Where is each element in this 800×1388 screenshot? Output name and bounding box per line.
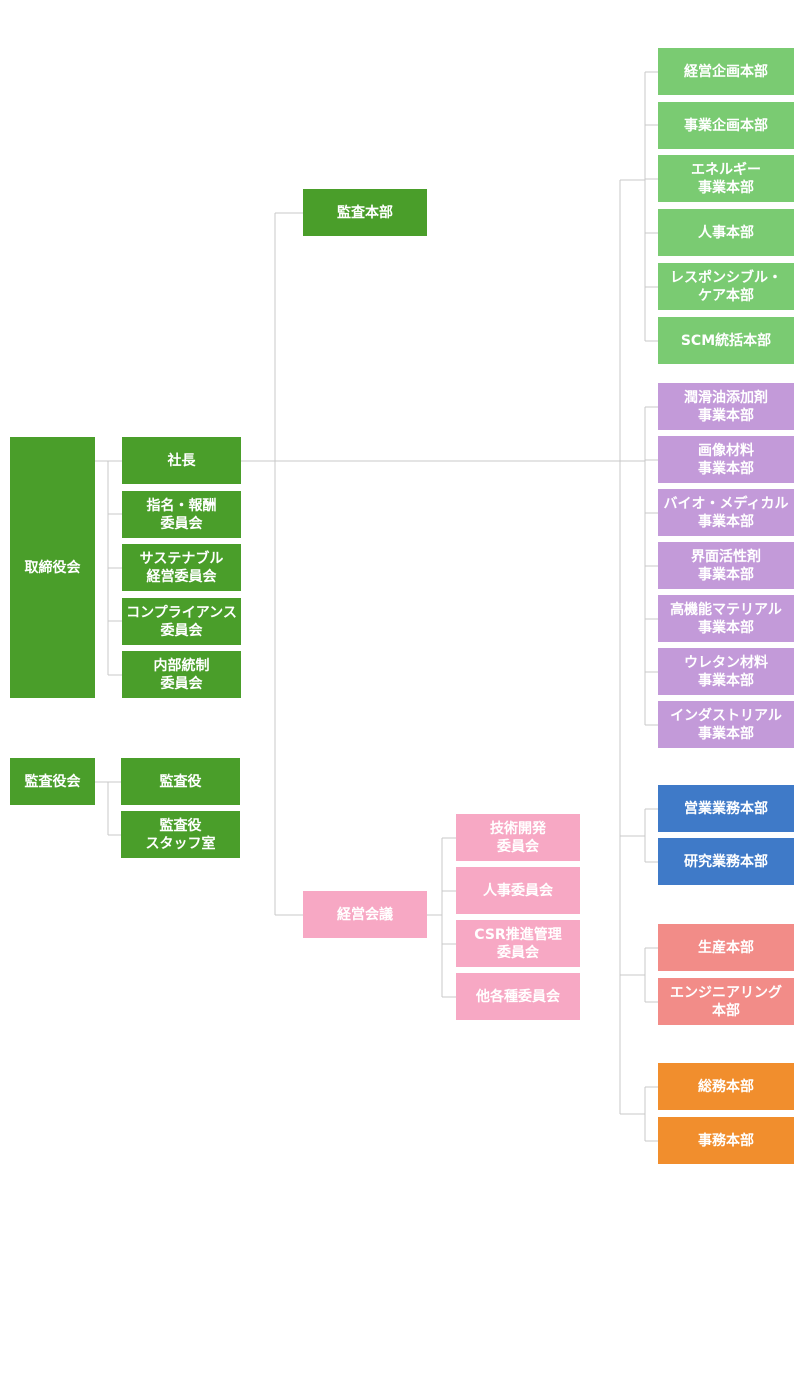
business-division-box: バイオ・メディカル 事業本部 (658, 489, 794, 536)
audit-hq-label: 監査本部 (337, 204, 393, 221)
audit-board-box: 監査役会 (10, 758, 95, 805)
meeting-committee-line2: 委員会 (497, 838, 539, 855)
division-line1: 人事本部 (698, 224, 754, 241)
board-committee-line2: 委員会 (160, 515, 203, 532)
board-of-directors-label: 取締役会 (24, 559, 81, 576)
division-line1: バイオ・メディカル (663, 495, 789, 512)
meeting-committee-line1: 技術開発 (490, 820, 546, 837)
division-line1: 生産本部 (698, 939, 754, 956)
division-line1: 画像材料 (698, 442, 754, 459)
business-division-box: ウレタン材料 事業本部 (658, 648, 794, 695)
division-line2: 事業本部 (698, 619, 754, 636)
division-line1: 研究業務本部 (684, 853, 768, 870)
division-line1: 高機能マテリアル (670, 601, 782, 618)
president-label: 社長 (167, 452, 196, 469)
division-line1: ウレタン材料 (684, 654, 768, 671)
planning-division-box: レスポンシブル・ ケア本部 (658, 263, 794, 310)
business-division-box: 潤滑油添加剤 事業本部 (658, 383, 794, 430)
division-line2: 事業本部 (698, 513, 754, 530)
division-line2: 本部 (712, 1002, 740, 1019)
division-line2: 事業本部 (698, 566, 754, 583)
research-division-box: 研究業務本部 (658, 838, 794, 885)
planning-division-box: 経営企画本部 (658, 48, 794, 95)
planning-division-box: SCM統括本部 (658, 317, 794, 364)
management-meeting-label: 経営会議 (337, 906, 393, 923)
meeting-committee-line2: 委員会 (497, 944, 539, 961)
engineering-division-box: エンジニアリング 本部 (658, 978, 794, 1025)
business-division-box: 界面活性剤 事業本部 (658, 542, 794, 589)
meeting-committee-box: 他各種委員会 (456, 973, 580, 1020)
business-division-box: インダストリアル 事業本部 (658, 701, 794, 748)
board-of-directors-box: 取締役会 (10, 437, 95, 698)
planning-division-box: 事業企画本部 (658, 102, 794, 149)
board-committee-line1: コンプライアンス (126, 604, 237, 621)
division-line2: 事業本部 (698, 407, 754, 424)
meeting-committee-line1: CSR推進管理 (474, 926, 562, 943)
board-committee-line1: 指名・報酬 (146, 497, 217, 514)
division-line1: エンジニアリング (670, 984, 782, 1001)
auditor-staff-line2: スタッフ室 (145, 835, 216, 852)
meeting-committee-box: 人事委員会 (456, 867, 580, 914)
meeting-committee-box: CSR推進管理 委員会 (456, 920, 580, 967)
general-affairs-division-box: 総務本部 (658, 1063, 794, 1110)
president-box: 社長 (122, 437, 241, 484)
auditor-box: 監査役 (121, 758, 240, 805)
auditor-staff-line1: 監査役 (159, 817, 202, 834)
production-division-box: 生産本部 (658, 924, 794, 971)
audit-board-label: 監査役会 (24, 773, 81, 790)
audit-hq-box: 監査本部 (303, 189, 427, 236)
division-line1: レスポンシブル・ (670, 269, 782, 286)
meeting-committee-line1: 人事委員会 (483, 882, 553, 899)
division-line1: 事務本部 (698, 1132, 754, 1149)
board-committee-line2: 委員会 (160, 675, 203, 692)
board-committee-line2: 委員会 (160, 622, 203, 639)
board-committee-box: 指名・報酬 委員会 (122, 491, 241, 538)
sales-division-box: 営業業務本部 (658, 785, 794, 832)
board-committee-line1: サステナブル (139, 550, 224, 567)
division-line1: 潤滑油添加剤 (684, 389, 768, 406)
division-line1: 経営企画本部 (684, 63, 768, 80)
division-line1: インダストリアル (670, 707, 782, 724)
auditor-staff-box: 監査役 スタッフ室 (121, 811, 240, 858)
business-division-box: 画像材料 事業本部 (658, 436, 794, 483)
meeting-committee-box: 技術開発 委員会 (456, 814, 580, 861)
division-line1: 営業業務本部 (684, 800, 768, 817)
board-committee-box: サステナブル 経営委員会 (122, 544, 241, 591)
division-line2: ケア本部 (698, 287, 754, 304)
division-line1: 界面活性剤 (691, 548, 761, 565)
division-line1: 事業企画本部 (684, 117, 768, 134)
planning-division-box: エネルギー 事業本部 (658, 155, 794, 202)
board-committee-box: コンプライアンス 委員会 (122, 598, 241, 645)
division-line2: 事業本部 (698, 179, 754, 196)
board-committee-line1: 内部統制 (153, 657, 210, 674)
board-committee-line2: 経営委員会 (146, 568, 217, 585)
division-line1: 総務本部 (698, 1078, 754, 1095)
meeting-committee-line1: 他各種委員会 (476, 988, 560, 1005)
division-line2: 事業本部 (698, 725, 754, 742)
business-division-box: 高機能マテリアル 事業本部 (658, 595, 794, 642)
office-division-box: 事務本部 (658, 1117, 794, 1164)
division-line2: 事業本部 (698, 672, 754, 689)
division-line1: SCM統括本部 (680, 332, 772, 349)
division-line2: 事業本部 (698, 460, 754, 477)
management-meeting-box: 経営会議 (303, 891, 427, 938)
division-line1: エネルギー (691, 161, 761, 178)
auditor-label: 監査役 (159, 773, 202, 790)
planning-division-box: 人事本部 (658, 209, 794, 256)
board-committee-box: 内部統制 委員会 (122, 651, 241, 698)
